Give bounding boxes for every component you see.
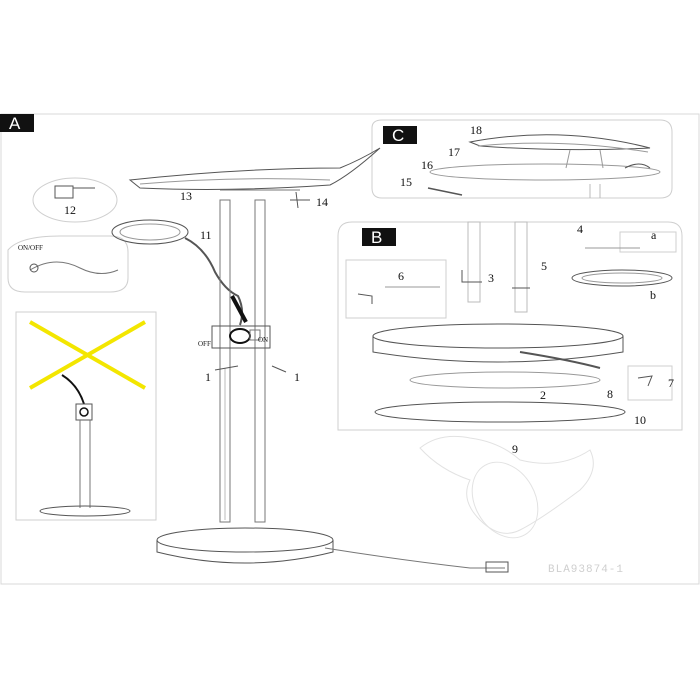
part-label-4: 4 [577,222,583,236]
part-label-6: 6 [398,269,404,283]
switch-on-label: ON [258,336,268,344]
section-a-label: A [9,114,21,133]
section-c-label: C [392,126,404,145]
gooseneck-arm [111,219,248,326]
detail-letter-a: a [651,228,657,242]
part-label-10: 10 [634,413,646,427]
part-label-9: 9 [512,442,518,456]
section-b-panel: B [337,221,683,431]
part-label-2: 2 [540,388,546,402]
section-b-label: B [371,228,382,247]
part-label-14: 14 [316,195,328,209]
part-label-11: 11 [200,228,212,242]
hands-detail [419,435,594,539]
switch-module: OFF ON [198,325,271,349]
part-label-15: 15 [400,175,412,189]
part-label-1-right: 1 [294,370,300,384]
detail-onoff-bubble: ON/OFF [7,235,129,293]
part-label-8: 8 [607,387,613,401]
detail-on-off-label: ON/OFF [18,244,43,252]
lamp-head [128,147,381,191]
part-label-13: 13 [180,189,192,203]
part-label-7: 7 [668,376,674,390]
section-c-panel: C [371,119,673,199]
model-code: BLA93874-1 [548,564,624,576]
part-label-1-left: 1 [205,370,211,384]
part-label-12: 12 [64,203,76,217]
part-label-3: 3 [488,271,494,285]
part-label-17: 17 [448,145,460,159]
detail-letter-b: b [650,288,656,302]
lamp-base [156,527,509,573]
section-a-marker: A [0,114,34,133]
detail-12-bubble: 12 [32,177,118,223]
part-label-16: 16 [421,158,433,172]
switch-off-label: OFF [198,340,211,348]
page-frame [0,113,700,585]
part-label-18: 18 [470,123,482,137]
lamp-poles [219,199,266,523]
part-label-5: 5 [541,259,547,273]
inset-crossed-panel [15,311,157,521]
